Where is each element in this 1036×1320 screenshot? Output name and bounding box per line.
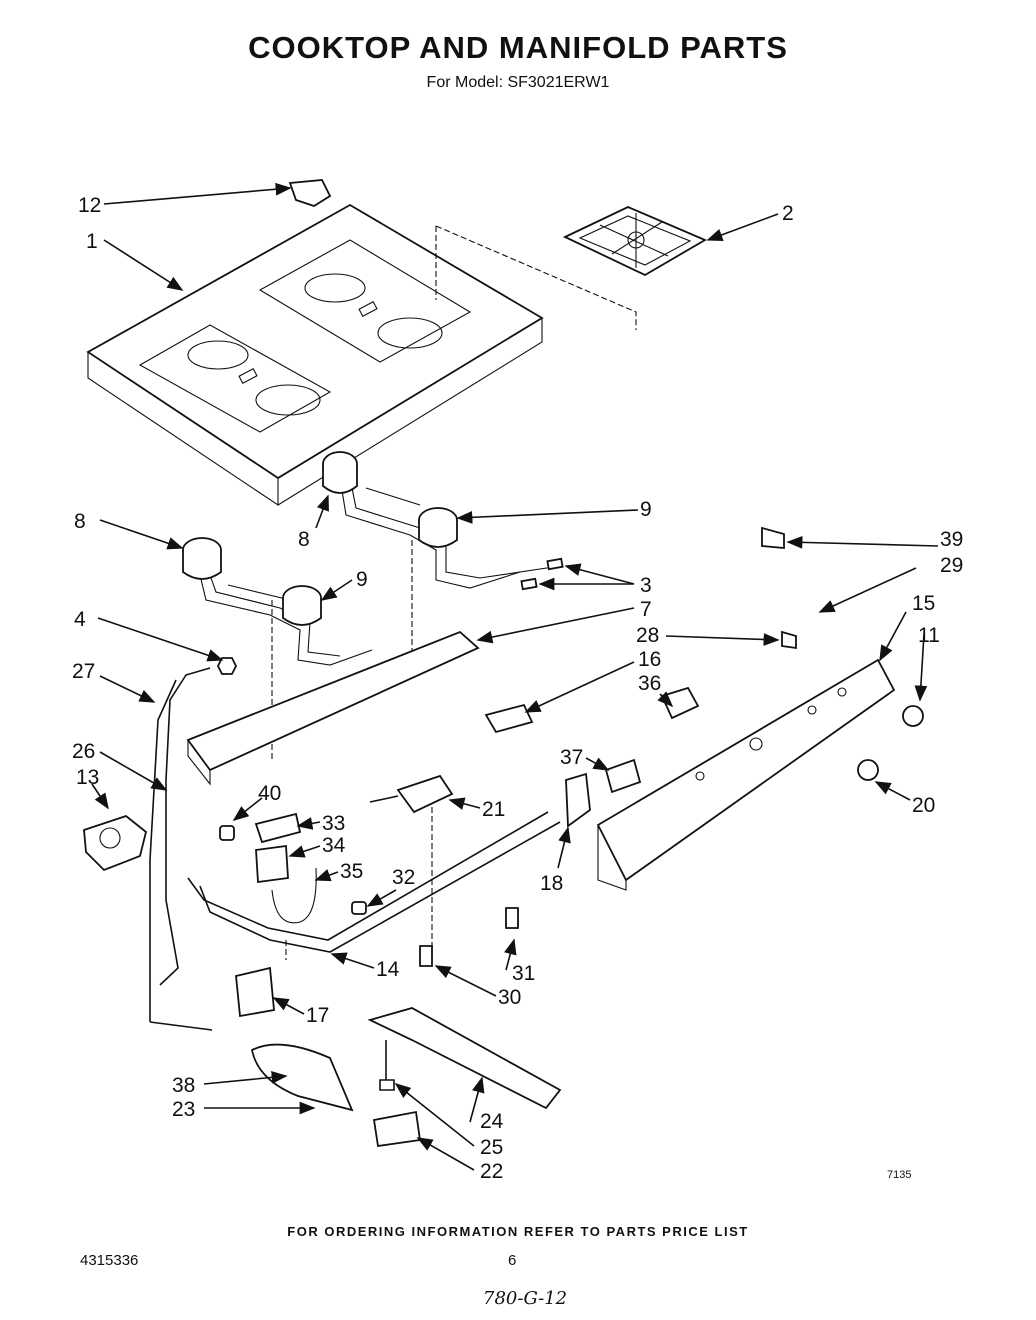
oven-burner-assembly	[250, 1007, 562, 1148]
callout-2: 2	[782, 202, 794, 225]
handwritten-note: 780-G-12	[483, 1288, 568, 1309]
callout-3: 3	[640, 574, 652, 597]
callout-8-right: 8	[298, 528, 310, 551]
callout-numbers: 12 1 2 8 8 9 9 3 7 4 27 26 13 11 15 39 2…	[72, 194, 963, 1183]
page-number: 6	[508, 1252, 517, 1269]
callout-9-left: 9	[356, 568, 368, 591]
hardware-parts	[235, 812, 519, 1018]
callout-36: 36	[638, 672, 661, 695]
burner-grate	[562, 206, 707, 277]
callout-4: 4	[74, 608, 86, 631]
alignment-lines	[271, 225, 637, 960]
callout-28: 28	[636, 624, 659, 647]
callout-29: 29	[940, 554, 963, 577]
callout-7: 7	[640, 598, 652, 621]
callout-15: 15	[912, 592, 935, 615]
page-title: COOKTOP AND MANIFOLD PARTS	[248, 30, 788, 65]
manifold-pipe	[187, 811, 561, 953]
callout-8-left: 8	[74, 510, 86, 533]
callout-27: 27	[72, 660, 95, 683]
callout-31: 31	[512, 962, 535, 985]
cooktop-clip	[288, 179, 332, 207]
burner-valves	[369, 703, 534, 814]
control-parts	[565, 526, 924, 828]
control-panel-bracket	[596, 658, 896, 891]
callout-38: 38	[172, 1074, 195, 1097]
callout-35: 35	[340, 860, 363, 883]
callout-25: 25	[480, 1136, 503, 1159]
pressure-regulator	[83, 814, 148, 872]
callout-30: 30	[498, 986, 521, 1009]
callout-14: 14	[376, 958, 400, 981]
callout-9-right: 9	[640, 498, 652, 521]
callout-16: 16	[638, 648, 661, 671]
callout-1: 1	[86, 230, 98, 253]
callout-13: 13	[76, 766, 99, 789]
left-burner-assembly	[182, 537, 373, 666]
callout-37: 37	[560, 746, 583, 769]
callout-33: 33	[322, 812, 345, 835]
callout-23: 23	[172, 1098, 195, 1121]
callout-32: 32	[392, 866, 415, 889]
callout-40: 40	[258, 782, 281, 805]
document-number: 4315336	[80, 1252, 139, 1269]
gas-tubing	[149, 667, 213, 1031]
callout-26: 26	[72, 740, 95, 763]
leader-lines	[91, 182, 939, 1171]
callout-24: 24	[480, 1110, 504, 1133]
callout-21: 21	[482, 798, 505, 821]
callout-34: 34	[322, 834, 346, 857]
callout-12: 12	[78, 194, 101, 217]
right-burner-assembly	[322, 451, 564, 591]
burner-bracket	[186, 630, 480, 786]
cooktop-panel	[86, 203, 544, 507]
nut-fittings	[216, 657, 238, 841]
callout-22: 22	[480, 1160, 503, 1183]
callout-20: 20	[912, 794, 935, 817]
callout-11: 11	[918, 624, 940, 647]
ordering-note: FOR ORDERING INFORMATION REFER TO PARTS …	[287, 1224, 749, 1239]
callout-18: 18	[540, 872, 563, 895]
callout-17: 17	[306, 1004, 329, 1027]
callout-39: 39	[940, 528, 963, 551]
model-subtitle: For Model: SF3021ERW1	[426, 74, 610, 91]
drawing-number: 7135	[887, 1169, 912, 1181]
